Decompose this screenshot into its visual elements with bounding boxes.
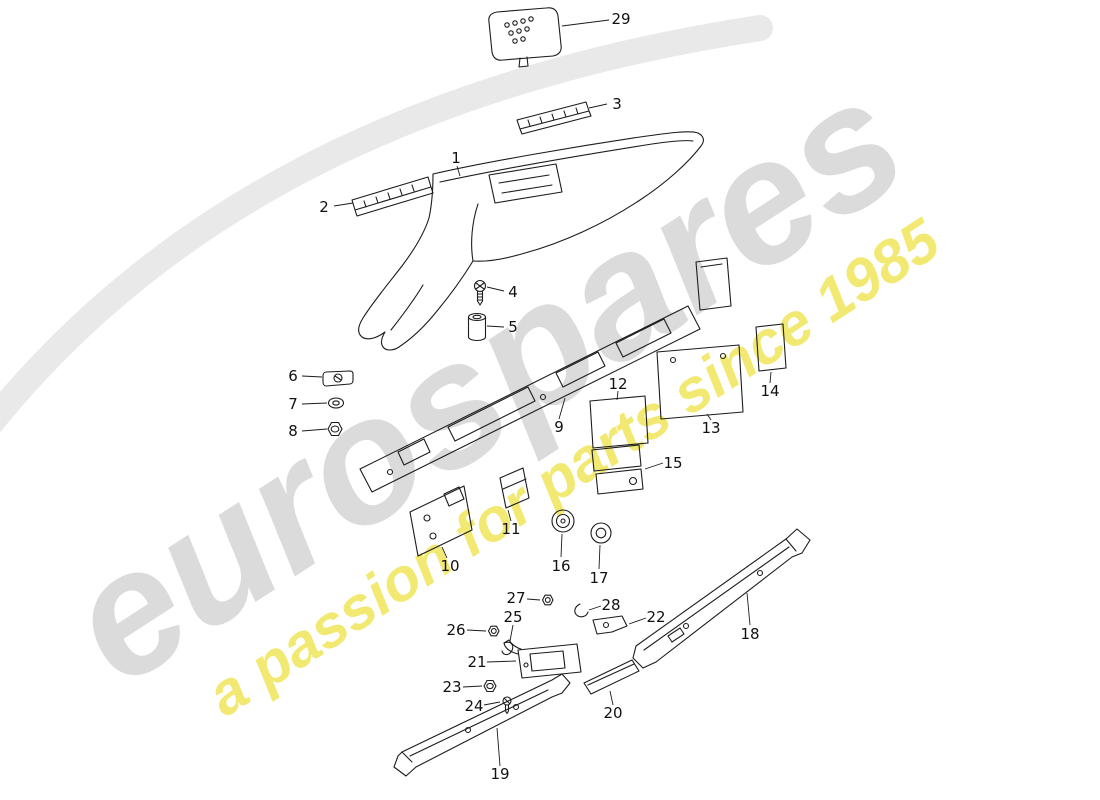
part-20-short-strip [583,659,640,695]
part-callout-3: 3 [612,95,622,113]
part-21-bracket-housing [503,639,582,679]
part-callout-5: 5 [508,318,518,336]
part-leader-17 [598,544,601,570]
part-leader-24 [483,701,501,706]
part-leader-29 [561,19,610,27]
part-15-bezel-plates [591,444,644,495]
part-leader-14 [769,371,772,384]
part-callout-9: 9 [554,418,564,436]
part-8-nut [327,421,343,437]
part-callout-18: 18 [740,625,759,643]
part-28-hook-clip [574,603,589,618]
part-leader-16 [560,533,563,558]
watermark: eurospares a passion for parts since 198… [0,15,952,729]
part-callout-28: 28 [601,596,620,614]
part-callout-23: 23 [442,678,461,696]
part-callout-29: 29 [611,10,630,28]
part-19-sill-strip-left [393,673,571,777]
part-6-clip-plate [322,370,354,387]
part-26-nut [487,625,500,637]
part-leader-7 [301,402,328,405]
watermark-brand-text: eurospares [34,41,937,722]
part-leader-3 [588,103,608,109]
part-24-screw [502,696,512,715]
part-leader-5 [486,325,505,328]
part-callout-13: 13 [701,419,720,437]
part-callout-26: 26 [446,621,465,639]
part-callout-6: 6 [288,367,298,385]
part-callout-10: 10 [440,557,459,575]
part-leader-19 [496,727,501,767]
part-callout-4: 4 [508,283,518,301]
part-leader-4 [486,286,505,292]
part-leader-2 [333,202,354,207]
part-leader-23 [462,685,483,688]
part-10-lower-trim-panel [409,485,473,557]
part-callout-19: 19 [490,765,509,783]
part-17-grommet [590,522,612,544]
part-25-clip [501,641,514,656]
part-leader-10 [441,546,448,559]
watermark-swoosh [0,15,773,433]
part-callout-21: 21 [467,653,486,671]
part-leader-27 [526,598,541,601]
part-callout-11: 11 [501,520,520,538]
part-callout-14: 14 [760,382,779,400]
part-4-screw [473,279,487,306]
part-leader-1 [456,165,461,177]
part-leader-6 [301,375,323,378]
part-leader-21 [486,660,517,663]
part-18-sill-strip-right [632,528,811,669]
part-29-cover-panel [488,7,562,68]
part-12-blank-panel [589,395,649,449]
part-leader-8 [301,428,328,432]
part-22-small-bracket [592,615,628,635]
part-callout-2: 2 [319,198,329,216]
part-5-spacer-sleeve [467,312,487,342]
part-14-small-panel [755,323,787,372]
part-9-trim-strip-with-openings [359,257,732,493]
part-callout-22: 22 [646,608,665,626]
part-callout-1: 1 [451,149,461,167]
part-leader-18 [746,592,751,626]
part-callout-25: 25 [503,608,522,626]
part-leader-22 [628,617,647,625]
part-callout-20: 20 [603,704,622,722]
part-3-vent-strip [516,101,592,135]
part-23-nut [483,679,497,693]
part-11-small-trim [499,467,530,509]
part-callout-8: 8 [288,422,298,440]
part-13-panel [656,344,744,420]
part-callout-27: 27 [506,589,525,607]
part-leader-9 [558,397,566,420]
part-callout-16: 16 [551,557,570,575]
part-27-nut [541,594,554,606]
part-callout-17: 17 [589,569,608,587]
part-leader-12 [616,390,619,401]
part-leader-26 [466,629,487,632]
part-leader-20 [609,690,614,706]
part-16-knob [551,509,575,533]
part-callout-12: 12 [608,375,627,393]
part-leader-28 [588,605,602,611]
part-7-washer [327,397,345,409]
part-leader-11 [507,509,512,522]
part-leader-13 [706,413,712,421]
part-callout-24: 24 [464,697,483,715]
part-leader-15 [644,462,664,470]
part-2-vent-strip [351,176,434,217]
part-callout-7: 7 [288,395,298,413]
part-callout-15: 15 [663,454,682,472]
part-1-dash-pad [358,131,704,351]
part-leader-25 [509,624,514,642]
